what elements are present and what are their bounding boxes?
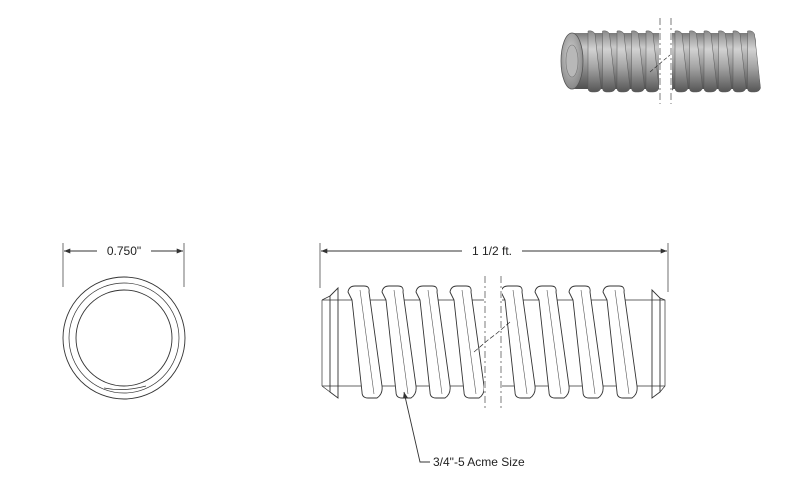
- render-thread-crest: [718, 30, 732, 93]
- render-thread-crest: [645, 30, 660, 93]
- render-thread-crest: [631, 30, 645, 93]
- render-thread-crest: [747, 30, 761, 93]
- outer-circle: [62, 276, 186, 400]
- thread-flank-line: [614, 289, 630, 395]
- thread-profile: [321, 285, 666, 399]
- thread-tooth: [347, 285, 383, 399]
- thread-tooth: [415, 285, 451, 399]
- diameter-label: 0.750": [107, 244, 141, 258]
- thread-tooth: [602, 285, 638, 399]
- thread-tooth: [500, 285, 536, 399]
- length-label: 1 1/2 ft.: [472, 244, 512, 258]
- isometric-render: [560, 18, 761, 104]
- render-thread-crest: [587, 30, 602, 93]
- end-view: 0.750": [62, 243, 186, 400]
- thread-callout: 3/4"-5 Acme Size: [433, 455, 525, 469]
- thread-tooth: [381, 285, 417, 399]
- render-thread-crest: [703, 30, 718, 93]
- inner-circle: [75, 289, 173, 387]
- thread-tooth: [534, 285, 570, 399]
- thread-tooth: [449, 285, 485, 399]
- thread-flank-line: [359, 289, 375, 395]
- render-thread-crest: [616, 30, 631, 93]
- thread-flank-line: [427, 289, 443, 395]
- callout-leader: [402, 391, 430, 463]
- thread-flank-line: [461, 289, 477, 395]
- root-circle: [68, 282, 180, 394]
- render-thread-crest: [602, 30, 616, 93]
- thread-flank-line: [546, 289, 562, 395]
- render-thread-crest: [689, 30, 703, 93]
- thread-flank-line: [393, 289, 409, 395]
- render-thread-crest: [674, 30, 689, 93]
- side-view: 1 1/2 ft. 3/4"-5 Acme Size: [319, 243, 669, 469]
- thread-flank-line: [580, 289, 596, 395]
- thread-flank-line: [512, 289, 528, 395]
- thread-tooth: [568, 285, 604, 399]
- render-thread-crest: [732, 30, 747, 93]
